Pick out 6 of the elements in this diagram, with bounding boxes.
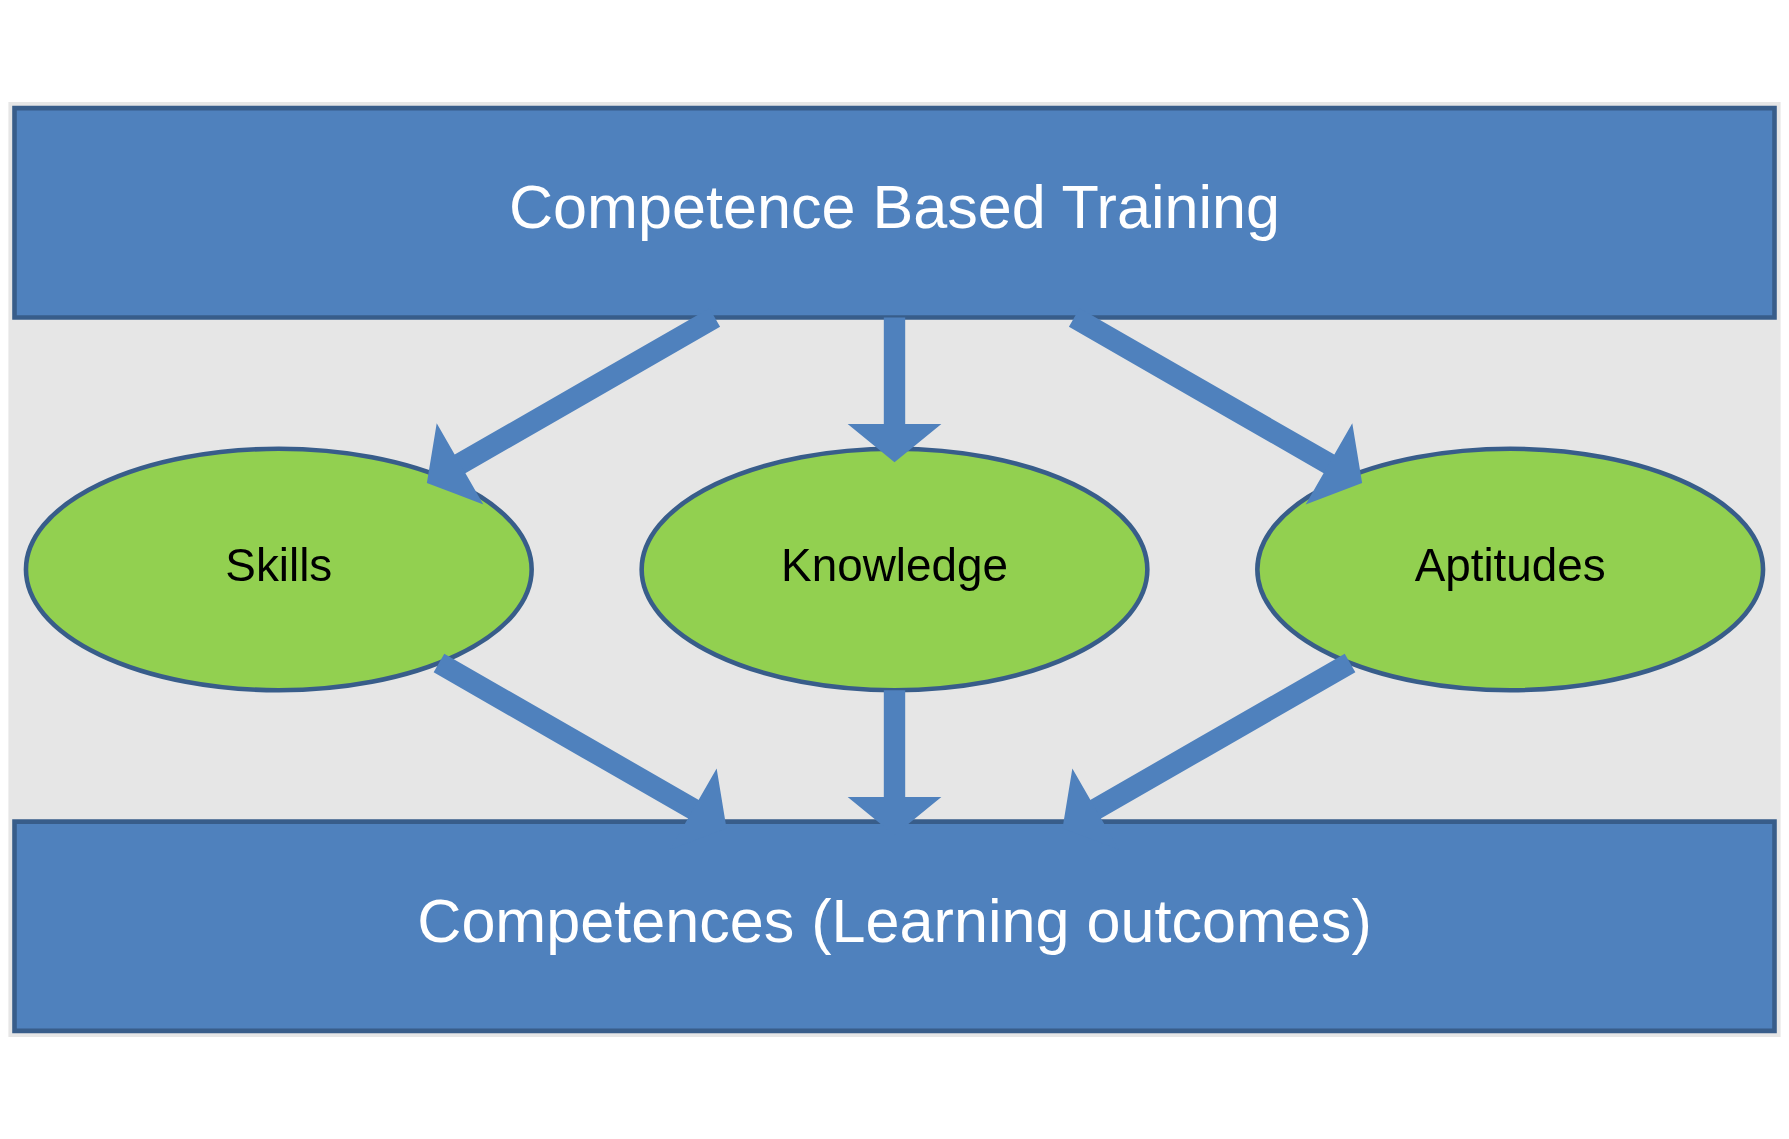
node-box: Competences (Learning outcomes) [12, 819, 1777, 1034]
node-ellipse: Knowledge [639, 446, 1150, 693]
node-ellipse: Skills [23, 446, 534, 693]
node-ellipse: Aptitudes [1255, 446, 1766, 693]
node-box: Competence Based Training [12, 105, 1777, 320]
arrow [847, 317, 942, 463]
